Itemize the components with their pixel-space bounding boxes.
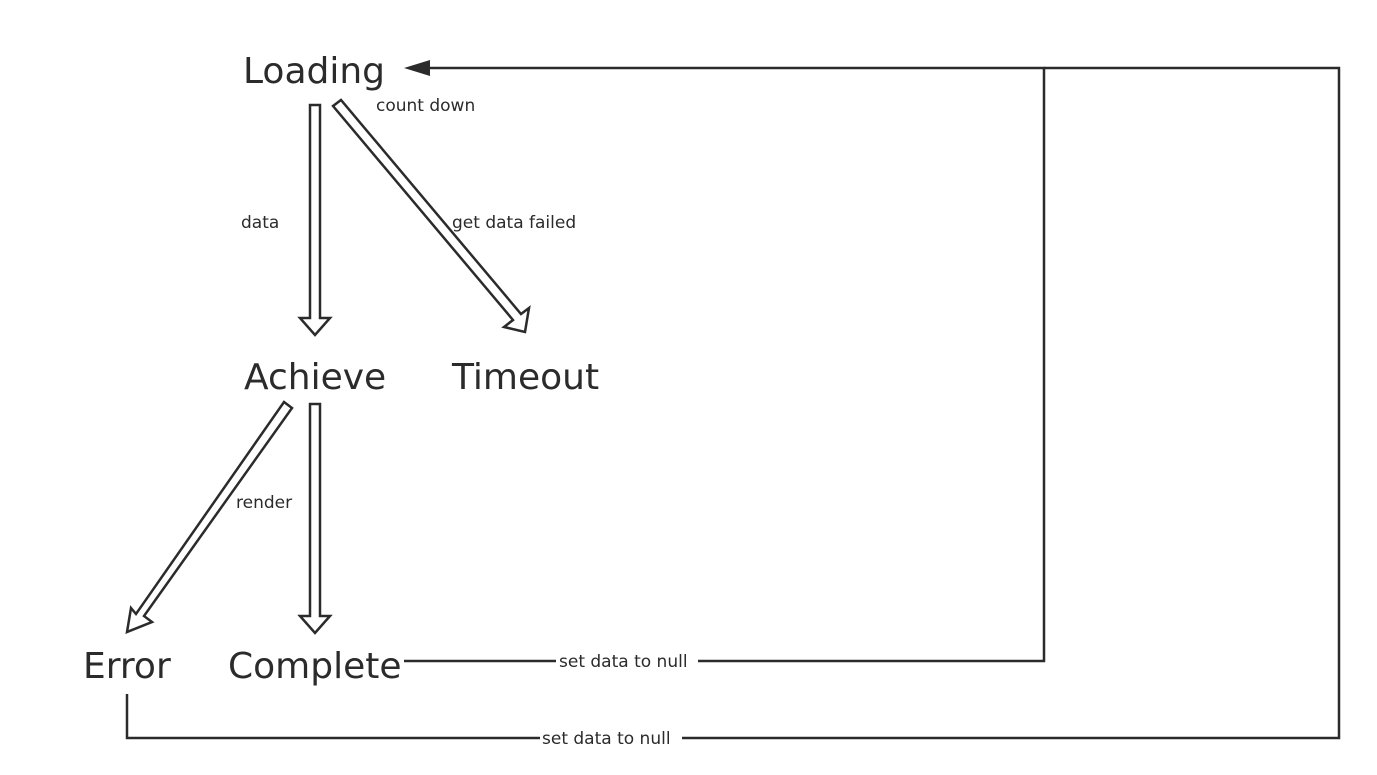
arrow-loading-to-timeout (331, 98, 531, 334)
connector-complete-to-loading-rest (424, 66, 1046, 663)
state-complete: Complete (228, 646, 402, 687)
state-error: Error (83, 646, 171, 687)
arrowhead-to-loading (404, 60, 430, 76)
state-loading: Loading (243, 51, 385, 92)
state-timeout: Timeout (451, 357, 599, 398)
label-get-data-failed: get data failed (452, 213, 576, 233)
label-count-down: count down (376, 96, 475, 116)
label-render: render (236, 493, 292, 513)
connector-error-to-loading (125, 694, 540, 740)
arrow-achieve-to-error (125, 400, 294, 634)
state-achieve: Achieve (244, 357, 386, 398)
label-data: data (241, 213, 279, 233)
connector-error-to-loading-rest (682, 66, 1341, 740)
label-complete-reset: set data to null (559, 652, 688, 672)
arrow-loading-to-achieve (297, 103, 333, 337)
arrow-achieve-to-complete (297, 402, 333, 635)
label-error-reset: set data to null (542, 729, 671, 749)
